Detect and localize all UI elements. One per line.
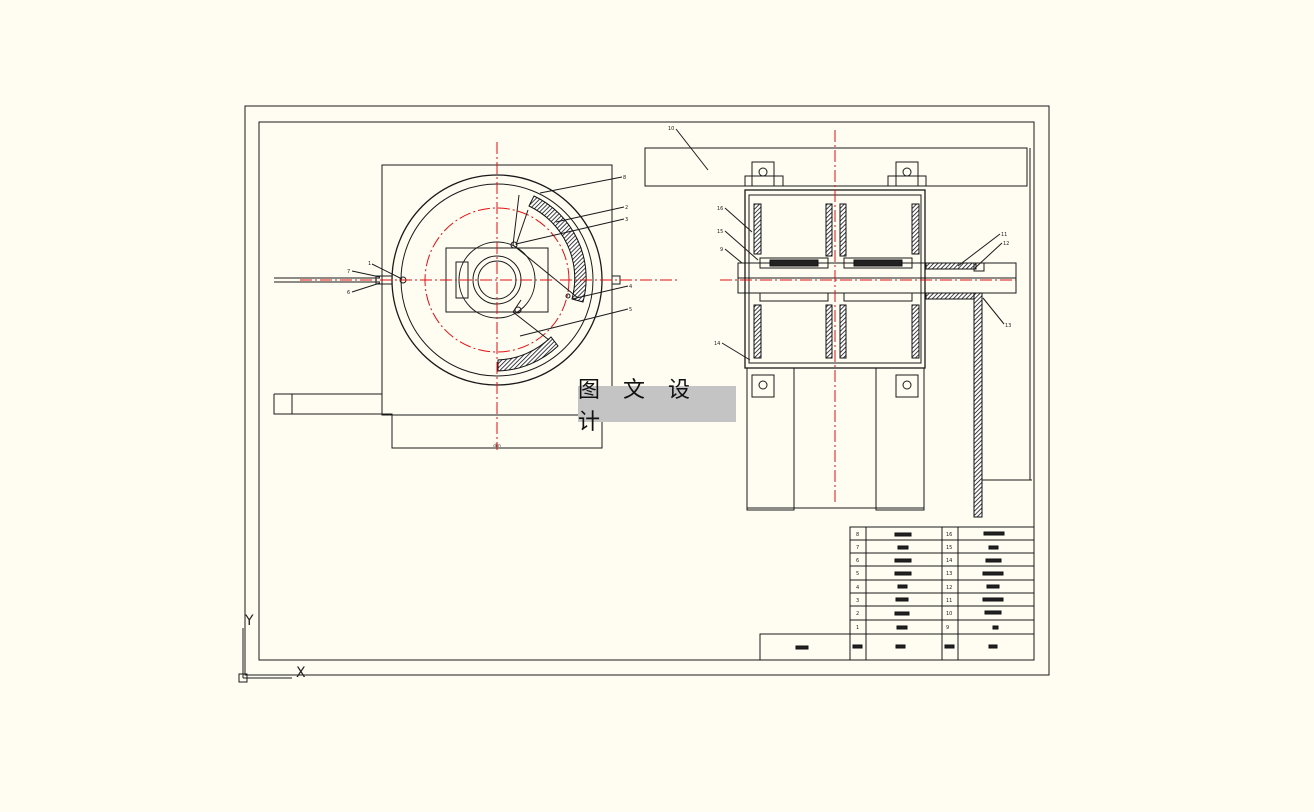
label-16: 16 [717, 206, 723, 212]
bom-left-no-6: 3 [856, 598, 859, 604]
top-view: dim [273, 142, 680, 450]
bom-left-no-7: 2 [856, 611, 859, 617]
label-12: 12 [1003, 241, 1009, 247]
bom-table: 8 7 6 5 4 3 2 1 16 15 14 13 12 11 10 9 [759, 526, 1035, 661]
bom-left-no-2: 7 [856, 545, 859, 551]
bom-left-no-5: 4 [856, 585, 859, 591]
bom-right-no-8: 9 [946, 625, 949, 631]
label-10: 10 [668, 126, 674, 132]
label-9: 9 [720, 247, 723, 253]
label-13: 13 [1005, 323, 1011, 329]
label-1: 1 [368, 261, 371, 267]
axis-y-label: Y [244, 613, 254, 629]
section-view-labels: 10 16 15 9 14 11 12 13 [668, 126, 1011, 361]
bom-left-no-4: 5 [856, 571, 859, 577]
svg-text:dim: dim [493, 443, 501, 448]
label-3: 3 [625, 217, 628, 223]
label-5: 5 [629, 307, 632, 313]
label-6: 6 [347, 290, 350, 296]
watermark-banner: 图 文 设 计 [578, 378, 736, 435]
label-2: 2 [625, 205, 628, 211]
watermark-text: 图 文 设 计 [578, 378, 698, 435]
bom-left-no-3: 6 [856, 558, 859, 564]
inner-frame [258, 121, 1035, 661]
outer-frame [244, 105, 1050, 676]
bom-left-no-1: 8 [856, 532, 859, 538]
top-view-labels: 1 7 6 8 2 3 4 5 [347, 175, 632, 337]
bom-right-no-5: 12 [946, 585, 952, 591]
bom-right-no-3: 14 [946, 558, 952, 564]
label-15: 15 [717, 229, 723, 235]
ucs-axis-icon: Y X [238, 613, 306, 683]
section-view [644, 130, 1032, 518]
bom-right-no-2: 15 [946, 545, 952, 551]
label-8: 8 [623, 175, 626, 181]
bom-right-no-4: 13 [946, 571, 952, 577]
bom-right-no-1: 16 [946, 532, 952, 538]
label-7: 7 [347, 269, 350, 275]
bom-right-no-7: 10 [946, 611, 952, 617]
label-11: 11 [1001, 232, 1007, 238]
bom-left-no-8: 1 [856, 625, 859, 631]
label-4: 4 [629, 284, 632, 290]
label-14: 14 [714, 341, 720, 347]
bom-right-no-6: 11 [946, 598, 952, 604]
axis-x-label: X [296, 665, 306, 681]
